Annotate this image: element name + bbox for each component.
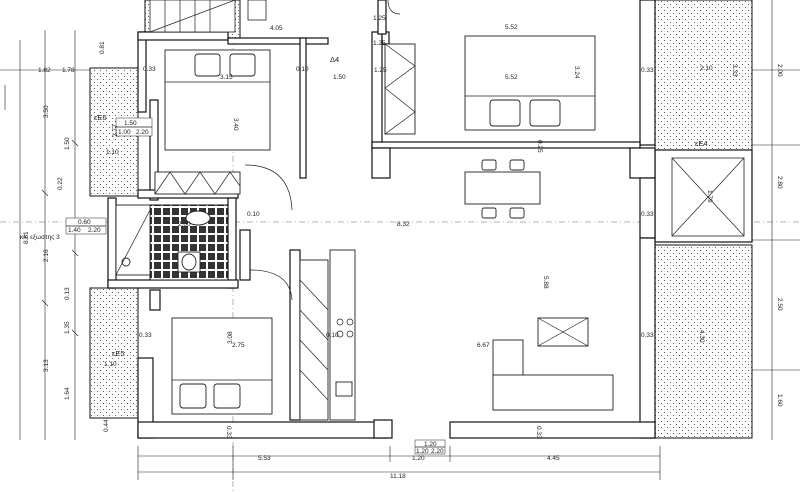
- dim-275: 2.75: [232, 342, 245, 349]
- dim-832: 8.32: [397, 221, 410, 228]
- dim-324: 3.24: [573, 66, 580, 79]
- dim-135: 1.35: [64, 321, 71, 334]
- dim-025: 0.25: [536, 140, 543, 153]
- dim-430: 4.30: [698, 330, 705, 343]
- dim-110b: 1.10: [104, 361, 117, 368]
- dim-010c: 0.10: [247, 211, 260, 218]
- bathroom: [115, 204, 229, 281]
- window-tag-1: [115, 117, 153, 137]
- dim-210: 2.10: [700, 65, 713, 72]
- dim-405: 4.05: [270, 25, 283, 32]
- door-swing-top: [387, 0, 401, 15]
- bed-top-left: [164, 49, 271, 151]
- dim-033c: 0.33: [641, 332, 654, 339]
- kitchen: [249, 249, 356, 421]
- dim-120: 1.20: [412, 455, 425, 462]
- dim-022: 0.22: [57, 177, 64, 190]
- dim-333: 3.33: [731, 64, 738, 77]
- bed-top-right: [464, 35, 596, 131]
- dim-313: 3.13: [43, 359, 50, 372]
- right-dimension-lines: [752, 0, 800, 440]
- dim-277: 2.77: [112, 124, 119, 137]
- dim-164: 1.64: [64, 387, 71, 400]
- dim-250: 2.50: [776, 298, 783, 311]
- balcony-e5-label: εΕ5: [112, 349, 125, 358]
- dim-340: 3.40: [232, 118, 239, 131]
- dim-667: 6.67: [477, 342, 490, 349]
- dim-553: 5.53: [258, 455, 271, 462]
- balcony-e6-label: εΕ6: [94, 113, 107, 122]
- dim-588: 5.88: [542, 276, 549, 289]
- window-tag-2-a: 0.60: [78, 219, 91, 226]
- dim-216: 2.16: [43, 249, 50, 262]
- window-tag-1-b: 1.00: [118, 129, 131, 136]
- dim-125a: 1.25: [373, 15, 386, 22]
- shaft-e4: [654, 149, 753, 243]
- dim-150: 1.50: [333, 74, 346, 81]
- balcony-e5: [89, 287, 139, 419]
- dim-178: 1.78: [62, 67, 75, 74]
- dim-033a: 0.33: [143, 66, 156, 73]
- window-tag-3-b: 1.20: [416, 448, 429, 455]
- window-tag-3: [414, 439, 446, 455]
- balcony-e4-label: εΕ4: [695, 139, 708, 148]
- dim-350: 3.50: [43, 105, 50, 118]
- dim-552-room: 5.52: [505, 74, 518, 81]
- dim-125c: 1.25: [374, 67, 387, 74]
- dim-308: 3.08: [227, 331, 234, 344]
- dim-552-top: 5.52: [505, 24, 518, 31]
- bottom-dimension-lines: [137, 446, 661, 480]
- dim-044: 0.44: [103, 419, 110, 432]
- unit-label: Δ4: [330, 55, 339, 64]
- dim-150v: 1.50: [64, 137, 71, 150]
- dim-200b: 2.00: [178, 221, 191, 228]
- dim-033e: 0.33: [641, 67, 654, 74]
- wardrobe-left: [154, 164, 293, 211]
- dim-280: 2.80: [776, 176, 783, 189]
- bed-bottom-left: [171, 317, 273, 415]
- dim-160: 1.60: [776, 394, 783, 407]
- walls: [107, 0, 656, 439]
- window-tag-2-c: 2.20: [88, 227, 101, 234]
- dim-315: 3.15: [220, 74, 233, 81]
- balcony-right-top: [654, 0, 753, 151]
- dim-033b: 0.33: [641, 211, 654, 218]
- dim-013: 0.13: [64, 287, 71, 300]
- dim-1118: 11.18: [390, 473, 406, 480]
- window-tag-2-b: 1.40: [68, 227, 81, 234]
- staircase: [149, 0, 267, 33]
- shaft-label: κλ. εξωστης 3: [20, 234, 60, 241]
- window-tag-1-c: 2.20: [136, 129, 149, 136]
- window-tag-3-a: 1.20: [424, 441, 437, 448]
- window-tag-1-a: 1.50: [124, 120, 137, 127]
- dim-033f: 0.33: [225, 426, 232, 439]
- dining-table: [464, 159, 541, 219]
- dim-010a: 0.10: [296, 66, 309, 73]
- dim-110a: 1.10: [106, 149, 119, 156]
- dim-445: 4.45: [547, 455, 560, 462]
- dim-081: 0.81: [99, 41, 106, 54]
- dim-033g: 0.33: [535, 426, 542, 439]
- dim-200: 2.00: [776, 64, 783, 77]
- dim-033d: 0.33: [139, 332, 152, 339]
- window-tag-2: [65, 217, 107, 235]
- balcony-right-bottom: [654, 244, 753, 439]
- left-dimension-lines: [0, 30, 90, 440]
- dim-125b: 1.25: [373, 40, 386, 47]
- dim-010b: 0.10: [326, 332, 339, 339]
- dim-179: 1.79: [706, 190, 713, 203]
- wardrobe-right: [384, 43, 416, 135]
- sofa: [492, 317, 614, 411]
- dim-881: 8.81: [23, 231, 30, 244]
- dim-182: 1.82: [38, 67, 51, 74]
- window-tag-3-c: 2.20: [431, 448, 444, 455]
